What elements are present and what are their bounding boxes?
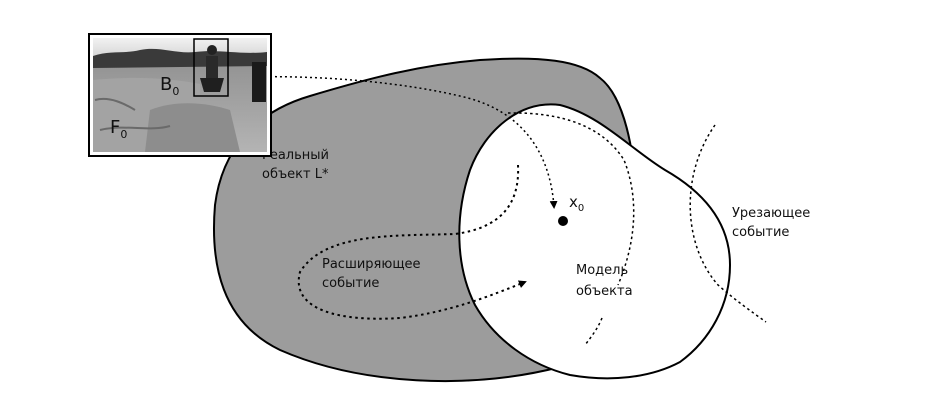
bounding-box-b0: [193, 38, 229, 97]
trimming-event-label-line2: событие: [732, 225, 789, 240]
real-object-label-line2: объект L*: [262, 167, 329, 182]
real-object-label-line1: Реальный: [262, 148, 329, 163]
photo-thumbnail: B0 F0: [88, 33, 272, 157]
model-object-region: [458, 103, 732, 380]
hidden-boundary-dashed: [507, 112, 635, 286]
model-label-line1: Модель: [576, 263, 628, 278]
model-label-line2: объекта: [576, 284, 633, 299]
trimming-event-label-line1: Урезающее: [732, 206, 810, 221]
expanding-event-arrow: [297, 164, 527, 320]
photo-label-b0: B0: [160, 74, 179, 98]
photo-label-f0: F0: [110, 117, 127, 141]
hidden-boundary-dashed-lower: [584, 317, 603, 346]
point-x0-label: x0: [569, 193, 584, 214]
expanding-event-label-line1: Расширяющее: [322, 257, 421, 272]
point-x0: [558, 216, 568, 226]
trimming-event-arc: [689, 124, 767, 323]
expanding-event-label-line2: событие: [322, 276, 379, 291]
